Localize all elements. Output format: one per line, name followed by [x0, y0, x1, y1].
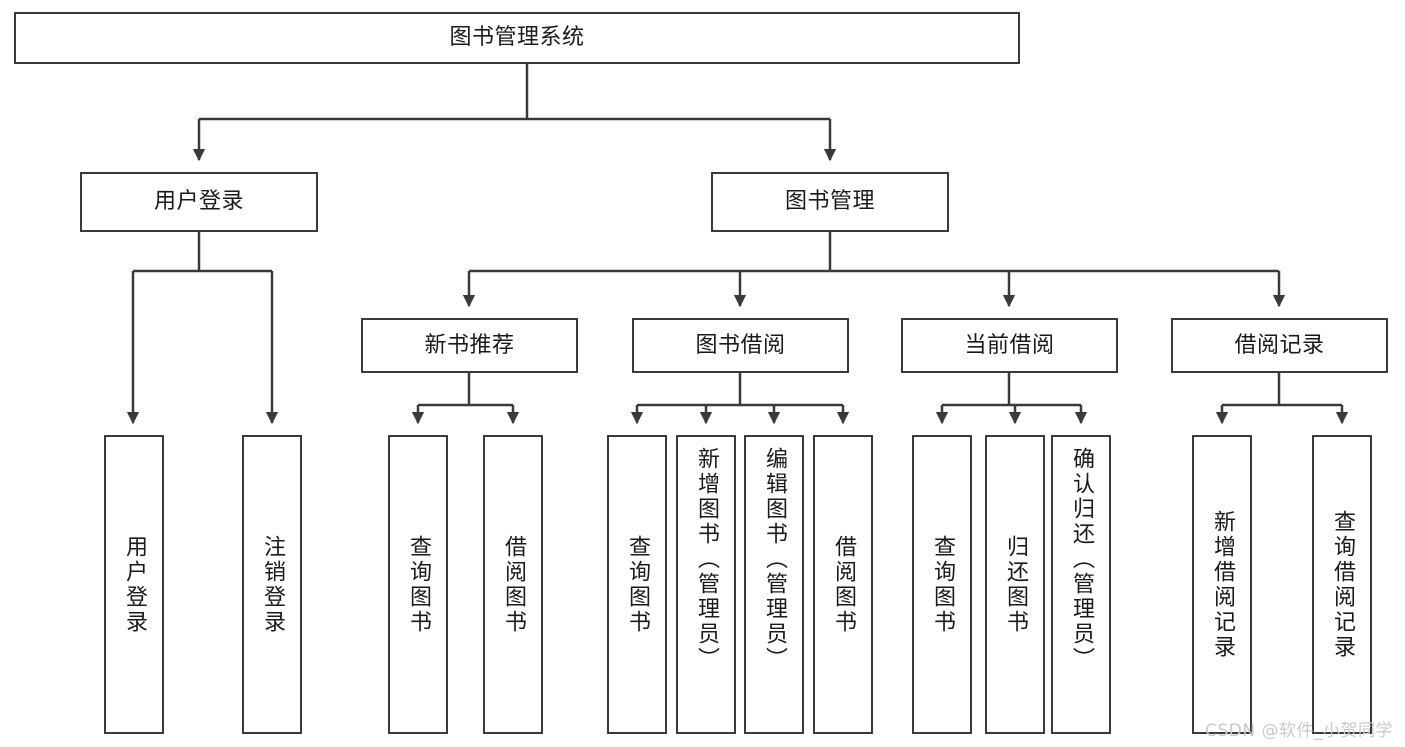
node-label: 图书管理系统: [449, 25, 585, 51]
leaf-label: 新增图书（管理员）: [694, 447, 719, 672]
leaf-add-borrow-record[interactable]: 新增借阅记录: [1192, 435, 1252, 734]
node-book-management-system[interactable]: 图书管理系统: [14, 12, 1020, 64]
node-current-borrow[interactable]: 当前借阅: [901, 318, 1118, 373]
leaf-label: 注销登录: [260, 534, 285, 635]
watermark: CSDN @软件_小贺同学: [1205, 721, 1393, 741]
node-label: 图书借阅: [695, 332, 786, 358]
node-label: 当前借阅: [964, 332, 1055, 358]
leaf-label: 查询图书: [930, 534, 955, 635]
leaf-label: 借阅图书: [831, 534, 856, 635]
leaf-label: 查询借阅记录: [1330, 509, 1355, 660]
node-user-login[interactable]: 用户登录: [80, 172, 318, 232]
node-label: 新书推荐: [424, 332, 515, 358]
node-new-book-recommend[interactable]: 新书推荐: [361, 318, 578, 373]
leaf-label: 查询图书: [406, 534, 431, 635]
leaf-borrow-book-recommend[interactable]: 借阅图书: [483, 435, 543, 734]
node-book-management[interactable]: 图书管理: [711, 172, 949, 232]
node-label: 图书管理: [784, 189, 875, 215]
node-label: 借阅记录: [1234, 332, 1325, 358]
leaf-borrow-book[interactable]: 借阅图书: [813, 435, 873, 734]
leaf-confirm-return-admin[interactable]: 确认归还（管理员）: [1051, 435, 1111, 734]
leaf-label: 确认归还（管理员）: [1069, 447, 1094, 672]
leaf-label: 用户登录: [122, 534, 147, 635]
leaf-label: 编辑图书（管理员）: [762, 447, 787, 672]
leaf-query-borrow-record[interactable]: 查询借阅记录: [1312, 435, 1372, 734]
leaf-label: 归还图书: [1003, 534, 1028, 635]
leaf-return-book[interactable]: 归还图书: [985, 435, 1045, 734]
leaf-query-book-current[interactable]: 查询图书: [912, 435, 972, 734]
node-book-borrow[interactable]: 图书借阅: [632, 318, 849, 373]
leaf-label: 查询图书: [625, 534, 650, 635]
leaf-label: 借阅图书: [501, 534, 526, 635]
leaf-logout[interactable]: 注销登录: [242, 435, 302, 734]
leaf-user-login[interactable]: 用户登录: [104, 435, 164, 734]
leaf-query-book-borrow[interactable]: 查询图书: [607, 435, 667, 734]
leaf-edit-book-admin[interactable]: 编辑图书（管理员）: [744, 435, 804, 734]
node-borrow-record[interactable]: 借阅记录: [1171, 318, 1388, 373]
leaf-label: 新增借阅记录: [1210, 509, 1235, 660]
node-label: 用户登录: [153, 189, 244, 215]
leaf-query-book-recommend[interactable]: 查询图书: [388, 435, 448, 734]
leaf-add-book-admin[interactable]: 新增图书（管理员）: [676, 435, 736, 734]
